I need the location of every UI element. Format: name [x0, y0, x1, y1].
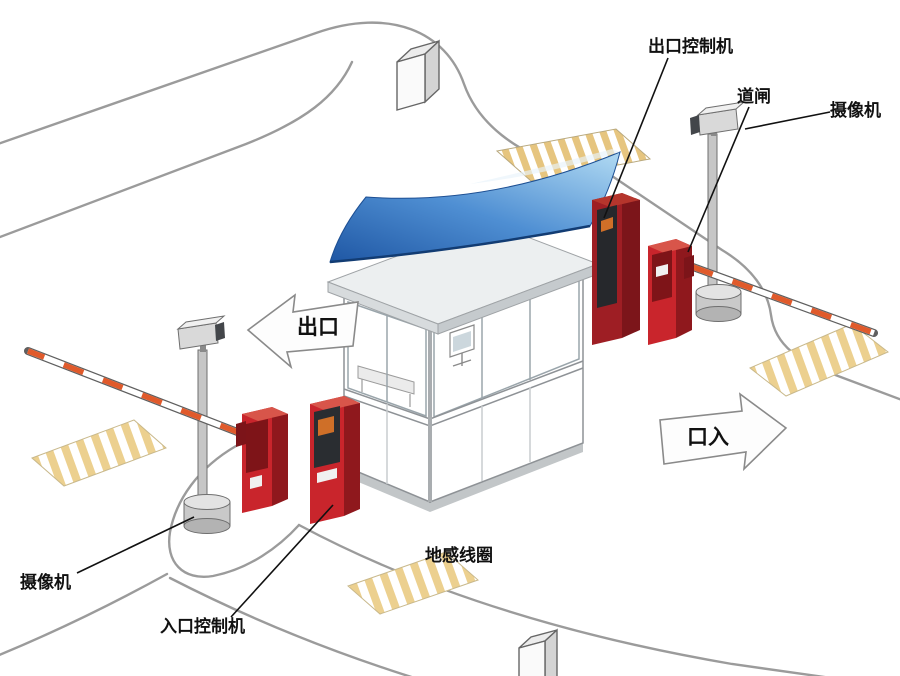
label-exit-controller: 出口控制机 — [648, 36, 733, 57]
awning-stripe-strip — [495, 128, 652, 182]
leader-exit-controller — [603, 57, 669, 219]
label-camera-left: 摄像机 — [20, 572, 71, 593]
entrance-controller-slot — [317, 468, 337, 483]
entrance-arrow-label: 口入 — [687, 425, 729, 449]
barrier-right-panel — [652, 250, 672, 302]
barrier-arm-right — [692, 264, 875, 336]
camera-left-assembly — [176, 315, 231, 534]
bollard-bottom — [518, 628, 558, 676]
barrier-right-joint — [684, 255, 694, 279]
camera-left-lens — [215, 322, 225, 341]
exit-controller-machine — [592, 193, 640, 345]
guard-booth — [326, 221, 600, 512]
barrier-left-sticker — [250, 475, 262, 489]
barrier-gate-right — [648, 239, 878, 345]
label-entrance-controller: 入口控制机 — [160, 616, 245, 637]
exit-controller-screen — [601, 217, 613, 232]
entrance-controller-screen — [318, 416, 334, 436]
ground-coil-bottom — [347, 551, 479, 615]
entrance-arrow: 口入 — [659, 392, 788, 472]
canopy — [329, 128, 652, 264]
barrier-gate-left — [24, 347, 288, 513]
road-bottom-outer — [297, 523, 826, 676]
entrance-controller-machine — [310, 396, 360, 524]
ground-coils — [31, 323, 889, 615]
road-left-island — [167, 444, 301, 578]
ground-coil-right — [749, 323, 889, 397]
leader-camera-left — [76, 516, 195, 574]
callouts: 出口控制机 道闸 摄像机 摄像机 入口控制机 地感线圈 — [20, 36, 881, 637]
entrance-controller-panel — [314, 406, 340, 468]
canopy-curl-highlight — [470, 149, 620, 184]
camera-right-assembly — [690, 101, 746, 322]
label-camera-right: 摄像机 — [830, 100, 881, 121]
label-ground-coil: 地感线圈 — [425, 545, 493, 566]
ground-coil-left — [31, 419, 167, 487]
entrance-arrow-shape — [659, 392, 788, 472]
camera-right-lens — [690, 115, 700, 135]
bollard-top — [396, 39, 440, 111]
leader-entrance-controller — [230, 504, 334, 618]
camera-left-mount — [200, 344, 206, 352]
label-barrier-gate: 道闸 — [737, 86, 771, 107]
booth-plinth — [344, 443, 583, 512]
barrier-left-joint — [236, 421, 246, 447]
road-bottom-left — [0, 572, 169, 656]
exit-arrow: 出口 — [246, 293, 359, 370]
road-bottom-inner — [168, 576, 413, 676]
leader-camera-right — [744, 111, 831, 130]
exit-arrow-shape — [246, 293, 359, 370]
booth-desk — [357, 365, 415, 395]
road-top-inner — [0, 60, 354, 239]
barrier-left-panel — [246, 419, 268, 473]
barrier-right-sticker — [656, 264, 668, 277]
leader-barrier-gate — [687, 106, 750, 253]
road-top-outer — [0, 21, 568, 172]
exit-arrow-label: 出口 — [297, 315, 339, 339]
camera-left-pole — [197, 349, 208, 509]
